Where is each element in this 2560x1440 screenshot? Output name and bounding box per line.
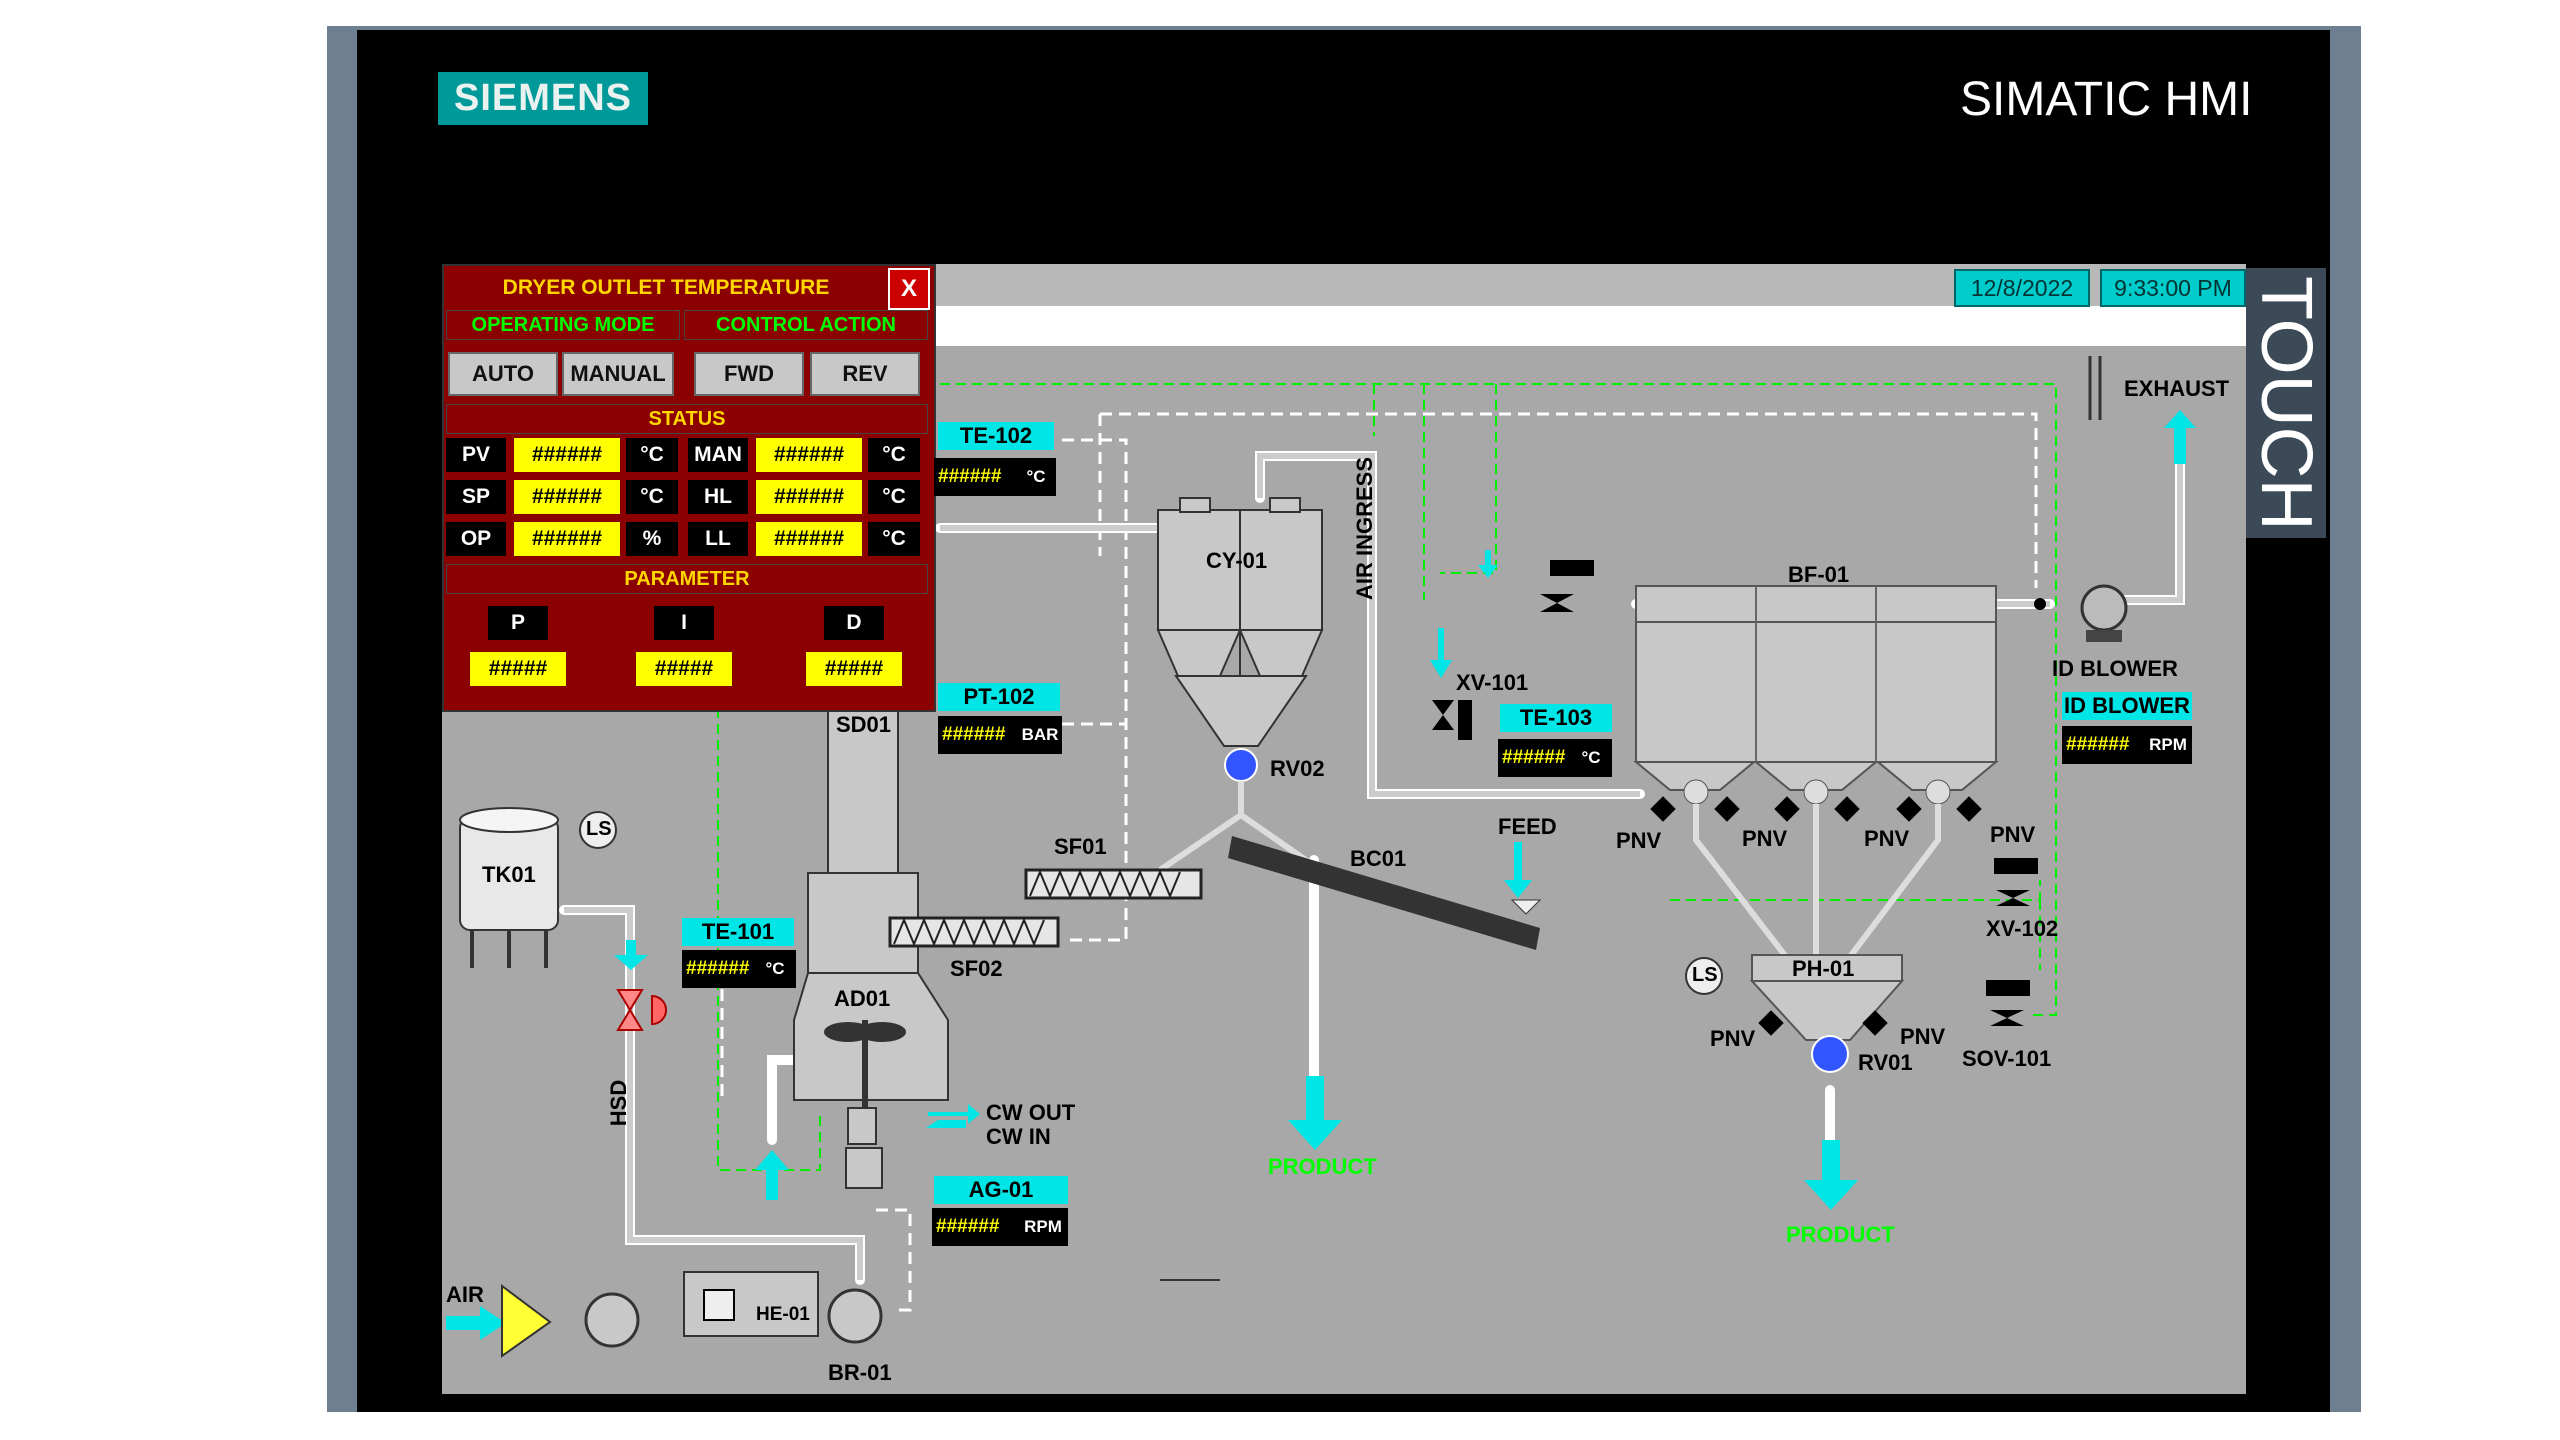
sov101-label: SOV-101 (1962, 1046, 2052, 1071)
pt102-tag[interactable]: PT-102 (938, 683, 1060, 711)
rv02-label: RV02 (1270, 756, 1325, 781)
pv-unit: °C (626, 438, 678, 472)
pt102-unit: BAR (1018, 716, 1062, 754)
operating-mode-label: OPERATING MODE (446, 310, 680, 340)
pnv-label-5: PNV (1710, 1026, 1756, 1051)
ph01-label: PH-01 (1792, 956, 1855, 981)
sf01-label: SF01 (1054, 834, 1107, 859)
ad01-label: AD01 (834, 986, 891, 1011)
close-button[interactable]: X (888, 268, 930, 310)
man-label: MAN (688, 438, 748, 472)
hl-label: HL (688, 480, 748, 514)
feed-label: FEED (1498, 814, 1557, 839)
ag01-unit: RPM (1018, 1208, 1068, 1246)
op-unit: % (626, 522, 678, 556)
id-blower-value: ###### (2062, 726, 2144, 764)
te103-value: ###### (1498, 739, 1570, 777)
te102-value: ###### (934, 458, 1016, 496)
te101-unit: °C (754, 950, 796, 988)
ll-unit: °C (868, 522, 920, 556)
te101-tag[interactable]: TE-101 (682, 918, 794, 946)
rev-button[interactable]: REV (810, 352, 920, 396)
ag01-tag[interactable]: AG-01 (934, 1176, 1068, 1204)
ll-label: LL (688, 522, 748, 556)
p-value[interactable]: ##### (470, 652, 566, 686)
pv-label: PV (446, 438, 506, 472)
te102-unit: °C (1016, 458, 1056, 496)
sf02-label: SF02 (950, 956, 1003, 981)
sd01-label: SD01 (836, 712, 892, 737)
hmi-title: SIMATIC HMI (1960, 73, 2253, 126)
siemens-logo: SIEMENS (438, 72, 648, 125)
xv101-label: XV-101 (1456, 670, 1529, 695)
air-ingress-label: AIR INGRESS (1352, 456, 1377, 600)
id-blower-tag[interactable]: ID BLOWER (2062, 692, 2192, 720)
bc01-label: BC01 (1350, 846, 1407, 871)
id-blower-unit: RPM (2144, 726, 2192, 764)
cw-out-label: CW OUT (986, 1100, 1076, 1125)
i-value[interactable]: ##### (636, 652, 732, 686)
control-action-label: CONTROL ACTION (684, 310, 928, 340)
pt102-value: ###### (938, 716, 1018, 754)
pnv-label-3: PNV (1864, 826, 1910, 851)
hsd-label: HSD (606, 1079, 632, 1127)
br01-label: BR-01 (828, 1360, 892, 1385)
xv102-label: XV-102 (1986, 916, 2059, 941)
sp-value[interactable]: ###### (514, 480, 620, 514)
rv01-label: RV01 (1858, 1050, 1913, 1075)
fwd-button[interactable]: FWD (694, 352, 804, 396)
product-label-1: PRODUCT (1268, 1154, 1377, 1179)
p-label: P (488, 606, 548, 640)
sp-label: SP (446, 480, 506, 514)
pnv-label-4: PNV (1990, 822, 2036, 847)
frame-left-bezel (327, 26, 357, 1412)
faceplate-title: DRYER OUTLET TEMPERATURE (446, 272, 886, 304)
frame-top-bezel (327, 26, 2361, 30)
hl-value[interactable]: ###### (756, 480, 862, 514)
cw-in-label: CW IN (986, 1124, 1051, 1149)
ls2-label: LS (1692, 964, 1718, 986)
product-label-2: PRODUCT (1786, 1222, 1895, 1247)
bf01-label: BF-01 (1788, 562, 1850, 587)
time-display: 9:33:00 PM (2100, 269, 2246, 307)
te101-value: ###### (682, 950, 754, 988)
he01-label: HE-01 (756, 1304, 810, 1325)
parameter-label: PARAMETER (446, 564, 928, 594)
op-label: OP (446, 522, 506, 556)
sp-unit: °C (626, 480, 678, 514)
te102-tag[interactable]: TE-102 (938, 422, 1054, 450)
date-display: 12/8/2022 (1954, 269, 2090, 307)
air-label: AIR (446, 1282, 484, 1307)
cy01-label: CY-01 (1206, 548, 1268, 573)
i-label: I (654, 606, 714, 640)
op-value[interactable]: ###### (514, 522, 620, 556)
ls1-label: LS (586, 818, 612, 840)
d-label: D (824, 606, 884, 640)
touch-label: TOUCH (2246, 268, 2326, 538)
id-blower-label: ID BLOWER (2052, 656, 2178, 681)
hl-unit: °C (868, 480, 920, 514)
tk01-label: TK01 (482, 862, 536, 887)
pnv-label-6: PNV (1900, 1024, 1946, 1049)
te103-unit: °C (1570, 739, 1612, 777)
d-value[interactable]: ##### (806, 652, 902, 686)
auto-button[interactable]: AUTO (448, 352, 558, 396)
status-label: STATUS (446, 404, 928, 434)
ll-value[interactable]: ###### (756, 522, 862, 556)
man-value: ###### (756, 438, 862, 472)
manual-button[interactable]: MANUAL (562, 352, 674, 396)
te103-tag[interactable]: TE-103 (1500, 704, 1612, 732)
man-unit: °C (868, 438, 920, 472)
ag01-value: ###### (932, 1208, 1018, 1246)
pv-value: ###### (514, 438, 620, 472)
frame-right-bezel (2330, 26, 2361, 1412)
pnv-label-2: PNV (1742, 826, 1788, 851)
pnv-label-1: PNV (1616, 828, 1662, 853)
exhaust-label: EXHAUST (2124, 376, 2230, 401)
